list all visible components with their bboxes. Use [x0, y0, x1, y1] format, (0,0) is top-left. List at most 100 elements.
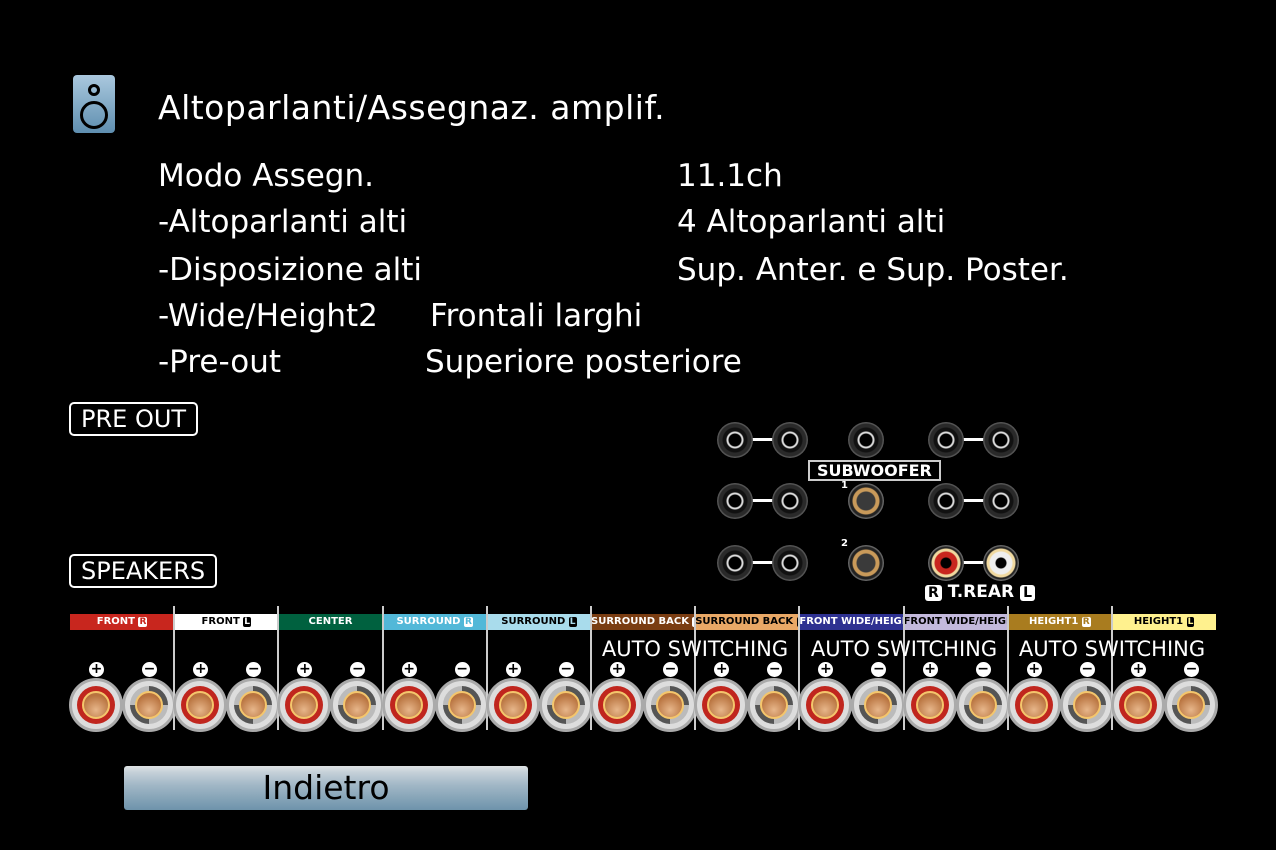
negative-terminal [851, 678, 906, 732]
plus-icon: + [610, 661, 625, 677]
negative-terminal [643, 678, 697, 732]
positive-terminal [798, 678, 853, 732]
auto-switching-label: AUTO SWITCHING [601, 637, 789, 661]
positive-terminal [381, 678, 436, 732]
plus-icon: + [922, 661, 938, 677]
speakers-tag: SPEAKERS [69, 554, 218, 588]
channel-divider [485, 606, 488, 730]
minus-icon: − [142, 661, 157, 677]
setting-value: Superiore posteriore [425, 344, 742, 380]
positive-terminal [694, 678, 749, 732]
channel-divider [798, 606, 801, 730]
t-rear-label: R T.REAR L [925, 582, 1035, 602]
positive-terminal [1111, 678, 1165, 732]
negative-terminal [226, 678, 281, 732]
setting-value: Sup. Anter. e Sup. Poster. [677, 252, 1069, 288]
plus-icon: + [193, 661, 209, 677]
minus-icon: − [975, 661, 991, 677]
channel-divider [173, 606, 176, 730]
preout-jack [983, 422, 1019, 458]
channel-label: SURROUND BACK R [591, 614, 696, 630]
preout-jack [983, 483, 1019, 519]
positive-terminal [902, 678, 957, 732]
auto-switching-label: AUTO SWITCHING [1018, 637, 1206, 661]
channel-divider [381, 606, 384, 730]
preout-jack [717, 483, 753, 519]
speaker-icon [73, 75, 115, 133]
t-rear-r-jack [928, 545, 964, 581]
setting-value: 4 Altoparlanti alti [677, 204, 946, 240]
minus-icon: − [1079, 661, 1095, 677]
positive-terminal [485, 678, 540, 732]
preout-jack [772, 422, 808, 458]
channel-label: SURROUND L [486, 614, 591, 630]
subwoofer-1-jack [848, 483, 884, 519]
setting-label: -Altoparlanti alti [158, 204, 408, 240]
positive-terminal [277, 678, 332, 732]
preout-jack [928, 422, 964, 458]
plus-icon: + [1026, 661, 1042, 677]
plus-icon: + [714, 661, 730, 677]
channel-label: FRONT L [174, 614, 279, 630]
channel-label: FRONT WIDE/HEIGHT2 L [903, 614, 1008, 630]
channel-label: HEIGHT1 L [1112, 614, 1217, 630]
subwoofer-label: SUBWOOFER [808, 460, 941, 481]
minus-icon: − [1184, 661, 1199, 677]
minus-icon: − [454, 661, 470, 677]
channel-label: FRONT WIDE/HEIGHT2 R [799, 614, 904, 630]
minus-icon: − [246, 661, 262, 677]
subwoofer-2-label: 2 [841, 538, 848, 549]
channel-divider [590, 606, 592, 730]
plus-icon: + [505, 661, 521, 677]
minus-icon: − [663, 661, 678, 677]
positive-terminal [1006, 678, 1061, 732]
preout-jack [928, 483, 964, 519]
pre-out-tag: PRE OUT [69, 402, 199, 436]
subwoofer-1-label: 1 [841, 480, 848, 491]
channel-label: FRONT R [70, 614, 175, 630]
channel-divider [1006, 606, 1009, 730]
channel-label: CENTER [278, 614, 383, 630]
plus-icon: + [818, 661, 834, 677]
channel-divider [1111, 606, 1113, 730]
negative-terminal [434, 678, 489, 732]
channel-label: HEIGHT1 R [1007, 614, 1112, 630]
negative-terminal [1164, 678, 1218, 732]
positive-terminal [69, 678, 123, 732]
plus-icon: + [297, 661, 313, 677]
channel-label: SURROUND R [382, 614, 487, 630]
negative-terminal [1059, 678, 1114, 732]
negative-terminal [122, 678, 176, 732]
minus-icon: − [767, 661, 783, 677]
channel-label: SURROUND BACK L [695, 614, 800, 630]
negative-terminal [747, 678, 802, 732]
back-button[interactable]: Indietro [124, 766, 528, 810]
preout-jack [848, 422, 884, 458]
channel-divider [277, 606, 280, 730]
preout-jack [717, 422, 753, 458]
setting-label: -Wide/Height2 [158, 298, 378, 334]
setting-label: -Pre-out [158, 344, 282, 380]
plus-icon: + [1131, 661, 1146, 677]
preout-jack [772, 483, 808, 519]
preout-jack [717, 545, 753, 581]
setting-label: -Disposizione alti [158, 252, 423, 288]
channel-divider [902, 606, 905, 730]
plus-icon: + [401, 661, 417, 677]
setting-label: Modo Assegn. [158, 158, 374, 194]
setting-value: 11.1ch [677, 158, 783, 194]
minus-icon: − [871, 661, 887, 677]
negative-terminal [955, 678, 1010, 732]
positive-terminal [590, 678, 644, 732]
subwoofer-2-jack [848, 545, 884, 581]
positive-terminal [173, 678, 228, 732]
negative-terminal [330, 678, 385, 732]
minus-icon: − [558, 661, 574, 677]
t-rear-l-jack [983, 545, 1019, 581]
minus-icon: − [350, 661, 366, 677]
plus-icon: + [89, 661, 104, 677]
setting-value: Frontali larghi [430, 298, 643, 334]
channel-divider [694, 606, 697, 730]
preout-jack [772, 545, 808, 581]
page-title: Altoparlanti/Assegnaz. amplif. [158, 88, 666, 127]
